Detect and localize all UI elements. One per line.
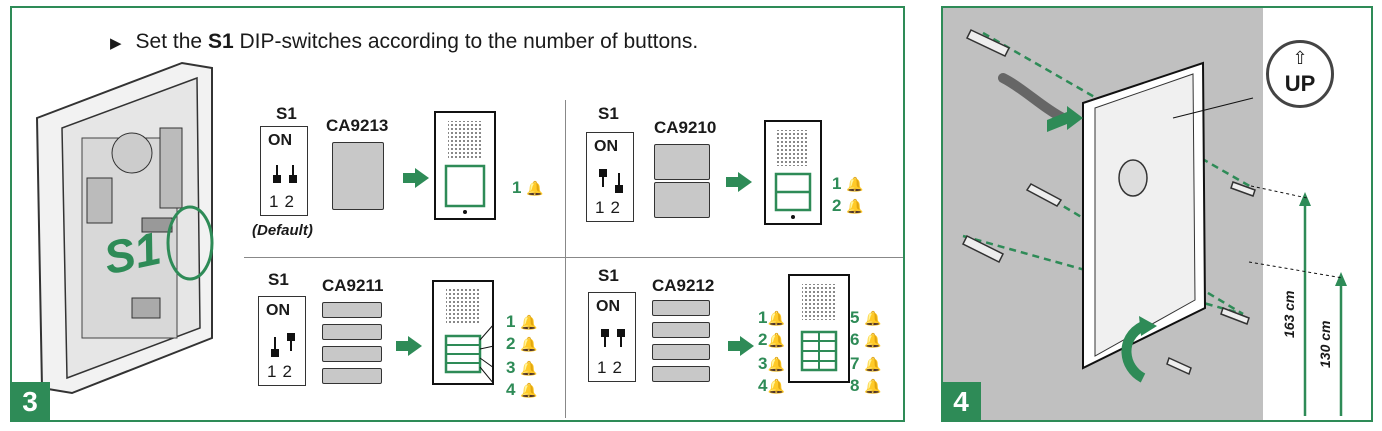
step-3-panel: ▶Set the S1 DIP-switches according to th… [10,6,905,422]
config-1-model: CA9213 [326,116,389,135]
config-4-button-cover-4 [652,366,710,382]
bell-icon: 🔔 [767,310,785,326]
config-4-button-cover-1 [652,300,710,316]
switch-1-off [271,349,279,357]
config-3-bell-1: 1 🔔 [506,312,538,331]
switch-2-off [615,185,623,193]
bell-icon: 🔔 [864,378,882,394]
config-2-bell-1: 1 🔔 [832,174,864,193]
arrow-right-icon [728,336,754,356]
config-4-bell-1: 1🔔 [758,308,785,327]
config-2-button-cover-2 [654,182,710,218]
step-number-badge: 3 [12,382,50,420]
arrow-right-icon [396,336,422,356]
step-4-panel: ⇧ UP 163 cm 130 cm 4 [941,6,1373,422]
switch-1-off [273,175,281,183]
config-1-button-cover [332,142,384,210]
bell-icon: 🔔 [520,360,538,376]
config-1-switch-label: S1 [276,104,297,123]
config-3-button-cover-2 [322,324,382,340]
config-4-bell-2: 2🔔 [758,330,785,349]
config-3-panel-icon [432,280,494,385]
s1-device-label: S1 [99,221,166,285]
config-1-default-note: (Default) [252,222,313,239]
bell-icon: 🔔 [864,310,882,326]
bell-icon: 🔔 [520,336,538,352]
config-4-bell-3: 3🔔 [758,354,785,373]
config-3-bell-2: 2 🔔 [506,334,538,353]
config-4-model: CA9212 [652,276,715,295]
bell-icon: 🔔 [846,176,864,192]
config-3-model: CA9211 [322,276,384,295]
config-4-bell-8: 8 🔔 [850,376,882,395]
config-4-bell-6: 6 🔔 [850,330,882,349]
bell-icon: 🔔 [846,198,864,214]
step-number-badge: 4 [943,382,981,420]
bell-icon: 🔔 [767,356,785,372]
bell-icon: 🔔 [526,180,544,196]
grid-vertical-divider [565,100,566,418]
config-3-dip-switch: ON 12 [258,296,306,386]
config-4-panel-icon [788,274,850,383]
bell-icon: 🔔 [520,314,538,330]
instruction-text: ▶Set the S1 DIP-switches according to th… [110,30,699,53]
config-3-switch-label: S1 [268,270,289,289]
bell-icon: 🔔 [520,382,538,398]
switch-2-off [289,175,297,183]
up-orientation-badge: ⇧ UP [1266,40,1334,108]
bullet-triangle-icon: ▶ [110,35,122,52]
arrow-up-icon: ⇧ [1292,48,1308,68]
dimension-130cm: 130 cm [1317,320,1333,368]
config-3-button-cover-4 [322,368,382,384]
config-3-bell-3: 3 🔔 [506,358,538,377]
config-1-bell-1: 1 🔔 [512,178,544,197]
arrow-right-icon [403,168,429,188]
config-3-button-cover-3 [322,346,382,362]
config-4-button-cover-3 [652,344,710,360]
config-4-button-cover-2 [652,322,710,338]
config-2-panel-icon [764,120,822,225]
dimension-163cm: 163 cm [1281,290,1297,338]
device-board-illustration [35,61,214,395]
config-4-bell-5: 5 🔔 [850,308,882,327]
config-4-bell-4: 4🔔 [758,376,785,395]
config-2-button-cover-1 [654,144,710,180]
config-3-button-cover-1 [322,302,382,318]
bell-icon: 🔔 [864,332,882,348]
config-4-switch-label: S1 [598,266,619,285]
config-1-dip-switch: ON 12 [260,126,308,216]
config-4-dip-switch: ON 12 [588,292,636,382]
config-3-bell-4: 4 🔔 [506,380,538,399]
bell-icon: 🔔 [767,378,785,394]
config-2-model: CA9210 [654,118,717,137]
arrow-right-icon [726,172,752,192]
config-1-panel-icon [434,111,496,220]
config-4-bell-7: 7 🔔 [850,354,882,373]
config-2-bell-2: 2 🔔 [832,196,864,215]
grid-horizontal-divider [244,257,903,258]
config-2-switch-label: S1 [598,104,619,123]
bell-icon: 🔔 [767,332,785,348]
config-2-dip-switch: ON 12 [586,132,634,222]
mounting-illustration [961,29,1347,416]
bell-icon: 🔔 [864,356,882,372]
